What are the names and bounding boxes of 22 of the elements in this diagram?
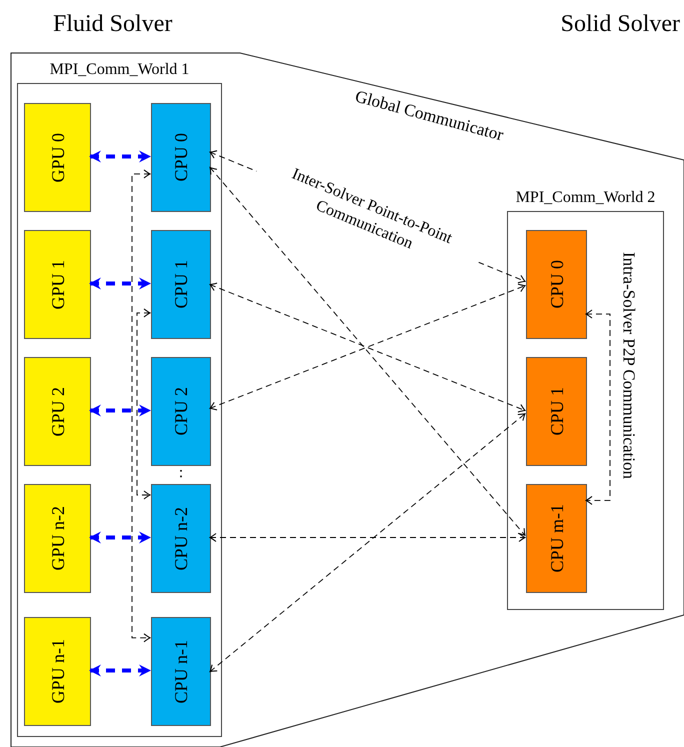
communicator-title: MPI_Comm_World 1 bbox=[50, 60, 190, 80]
gpu-box: GPU n-2 bbox=[24, 484, 91, 593]
gpu-box: GPU n-1 bbox=[24, 617, 91, 726]
gpu-box: GPU 2 bbox=[24, 357, 91, 466]
cpu-box: CPU 0 bbox=[151, 103, 211, 212]
cpu-box: CPU n-2 bbox=[151, 484, 211, 593]
gpu-box: GPU 0 bbox=[24, 103, 91, 212]
solver-heading: Fluid Solver bbox=[53, 10, 172, 39]
communicator-title: MPI_Comm_World 2 bbox=[516, 188, 656, 208]
arrow bbox=[89, 278, 151, 290]
arrow bbox=[89, 664, 151, 676]
solver-heading: Solid Solver bbox=[560, 10, 680, 39]
cpu-box: CPU 1 bbox=[526, 357, 587, 466]
arrow bbox=[89, 532, 151, 544]
cpu-box: CPU 2 bbox=[151, 357, 211, 466]
cpu-box: CPU n-1 bbox=[151, 617, 211, 726]
cpu-box: CPU 0 bbox=[526, 230, 587, 339]
cpu-box: CPU m-1 bbox=[526, 484, 587, 593]
gpu-box: GPU 1 bbox=[24, 230, 91, 339]
arrow bbox=[89, 150, 151, 162]
cpu-box: CPU 1 bbox=[151, 230, 211, 339]
arrow bbox=[89, 404, 151, 416]
